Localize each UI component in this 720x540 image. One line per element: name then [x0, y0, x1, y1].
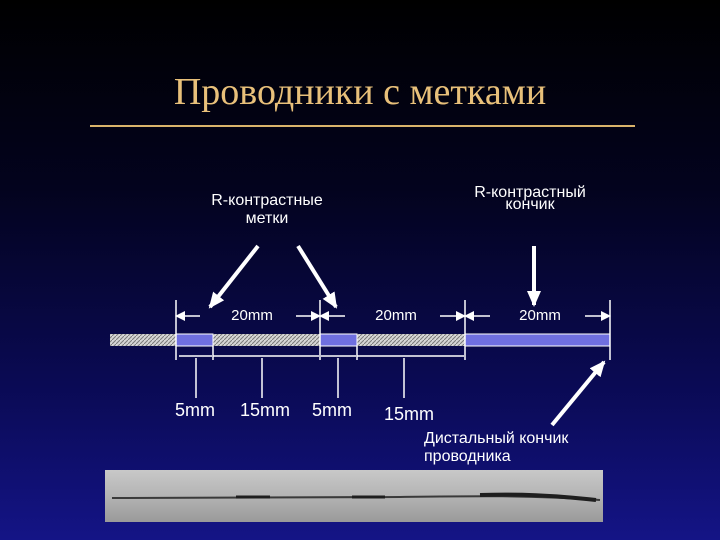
span-label: 20mm [222, 307, 282, 324]
marker-length-label: 5mm [175, 400, 215, 421]
length-arrows [179, 346, 464, 360]
span-label: 20mm [366, 307, 426, 324]
distal-label-line1: Дистальный кончик [424, 430, 568, 448]
markers-label-line2: метки [204, 210, 330, 228]
tip-label: R-контрастный кончик [466, 184, 594, 214]
wire-segment [110, 334, 176, 346]
markers-label-line1: R-контрастные [204, 192, 330, 210]
segment-length-label: 15mm [384, 404, 434, 425]
distal-label-line2: проводника [424, 448, 568, 466]
wire-segment [213, 334, 320, 346]
marker-band [176, 334, 213, 346]
tip-band [465, 334, 610, 346]
marker-length-label: 5mm [312, 400, 352, 421]
markers-label: R-контрастные метки [204, 192, 330, 228]
xray-photo [105, 470, 603, 522]
wire-segment [357, 334, 465, 346]
span-label: 20mm [510, 307, 570, 324]
measure-leaders [196, 358, 404, 398]
distal-tip-label: Дистальный кончик проводника [424, 430, 568, 466]
marker-band [320, 334, 357, 346]
segment-length-label: 15mm [240, 400, 290, 421]
